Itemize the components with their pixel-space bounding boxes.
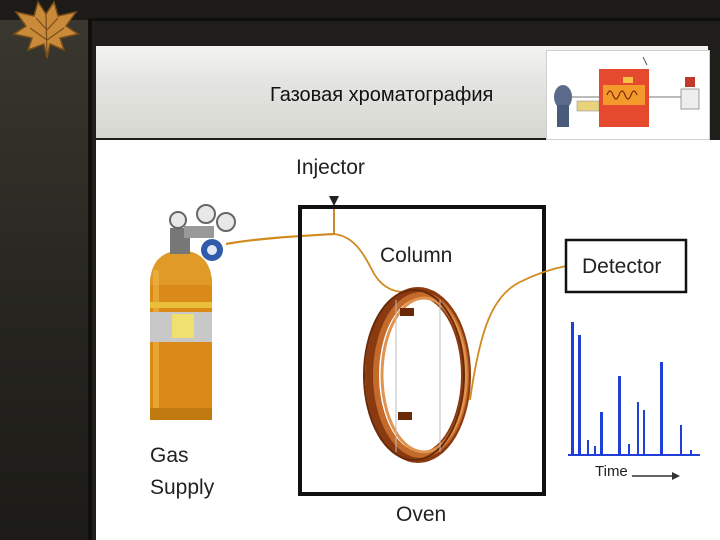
maple-leaf-icon bbox=[6, 0, 88, 64]
frame-border-top bbox=[88, 18, 720, 21]
chromatogram bbox=[568, 322, 700, 455]
time-arrowhead bbox=[672, 472, 680, 480]
gas-line-tube bbox=[226, 234, 334, 244]
oven-label: Oven bbox=[396, 503, 446, 527]
gas-supply-label: Gas Supply bbox=[150, 440, 214, 504]
slide-title: Газовая хроматография bbox=[270, 84, 493, 107]
injector-marker bbox=[329, 196, 339, 206]
detector-label: Detector bbox=[582, 255, 661, 279]
gc-schematic-thumbnail bbox=[546, 50, 710, 140]
column-outlet-tube bbox=[470, 266, 566, 400]
gas-cylinder bbox=[150, 228, 212, 420]
injector-label: Injector bbox=[296, 156, 365, 180]
column-label: Column bbox=[380, 244, 452, 268]
side-strip bbox=[0, 0, 88, 540]
time-label: Time bbox=[595, 463, 628, 480]
frame-border-left bbox=[88, 20, 92, 540]
gas-supply-line2: Supply bbox=[150, 472, 214, 504]
thumbnail-drawing bbox=[547, 51, 709, 139]
column-coil bbox=[364, 290, 466, 460]
gas-supply-line1: Gas bbox=[150, 440, 214, 472]
top-strip bbox=[0, 0, 720, 20]
